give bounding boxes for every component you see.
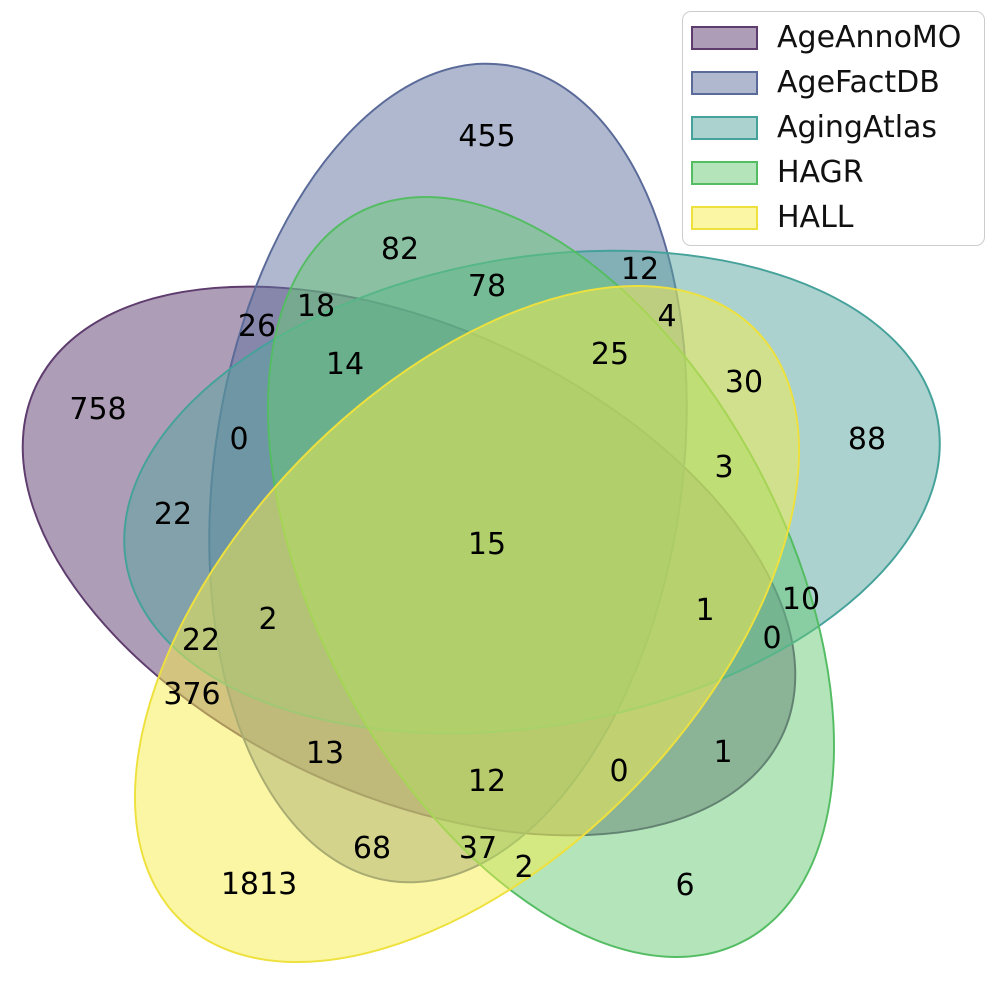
- region-count-hagr: 6: [675, 868, 695, 903]
- region-count-agefactdb+agingatlas+hagr: 78: [467, 269, 507, 304]
- legend-item-hall: HALL: [691, 195, 984, 240]
- region-count-ageannomo+agingatlas+hagr+hall: 1: [695, 593, 715, 628]
- legend-item-hagr: HAGR: [691, 150, 984, 195]
- region-count-hagr+hall: 2: [514, 850, 534, 885]
- legend-swatch-hall: [691, 205, 758, 230]
- legend-swatch-ageannomo: [691, 25, 758, 50]
- legend-item-agingatlas: AgingAtlas: [691, 105, 984, 150]
- region-count-agefactdb+hagr+hall: 37: [458, 831, 498, 866]
- region-count-ageannomo+hagr+hall: 0: [609, 754, 629, 789]
- legend-item-agefactdb: AgeFactDB: [691, 60, 984, 105]
- region-count-ageannomo+agefactdb+agingatlas: 0: [229, 422, 249, 457]
- region-count-agefactdb+hall: 68: [352, 831, 392, 866]
- region-count-agefactdb+agingatlas+hagr+hall: 25: [590, 337, 630, 372]
- region-count-ageannomo+agingatlas: 22: [153, 497, 193, 532]
- region-count-ageannomo+agingatlas+hagr: 0: [762, 621, 782, 656]
- region-count-agefactdb+agingatlas: 12: [620, 252, 660, 287]
- legend-label-hall: HALL: [777, 199, 854, 235]
- region-count-ageannomo+agefactdb+agingatlas+hagr: 14: [325, 347, 365, 382]
- legend-swatch-agingatlas: [691, 115, 758, 140]
- region-count-ageannomo+agingatlas+hall: 22: [181, 623, 221, 658]
- legend-label-agefactdb: AgeFactDB: [777, 64, 940, 100]
- region-count-agingatlas+hagr: 10: [781, 582, 821, 617]
- region-count-ageannomo+agefactdb: 26: [237, 309, 277, 344]
- legend-swatch-agefactdb: [691, 70, 758, 95]
- legend-label-hagr: HAGR: [777, 154, 864, 190]
- legend-label-ageannomo: AgeAnnoMO: [777, 19, 962, 55]
- region-count-ageannomo+agefactdb+agingatlas+hagr+hall: 15: [467, 527, 507, 562]
- region-count-ageannomo+agefactdb+hagr+hall: 12: [467, 764, 507, 799]
- region-count-agefactdb+agingatlas+hall: 4: [657, 299, 677, 334]
- region-count-agingatlas+hagr+hall: 3: [714, 450, 734, 485]
- legend-swatch-hagr: [691, 160, 758, 185]
- region-count-agingatlas+hall: 30: [724, 365, 764, 400]
- region-count-ageannomo+hall: 376: [163, 677, 221, 712]
- region-count-ageannomo+agefactdb+agingatlas+hall: 2: [258, 602, 278, 637]
- region-count-ageannomo+agefactdb+hagr: 18: [296, 289, 336, 324]
- region-count-agingatlas: 88: [847, 422, 887, 457]
- region-count-agefactdb+hagr: 82: [380, 232, 420, 267]
- region-count-ageannomo: 758: [69, 392, 127, 427]
- region-count-hall: 1813: [220, 867, 298, 902]
- region-count-ageannomo+hagr: 1: [713, 735, 733, 770]
- region-count-ageannomo+agefactdb+hall: 13: [305, 736, 345, 771]
- region-count-agefactdb: 455: [458, 119, 516, 154]
- legend-label-agingatlas: AgingAtlas: [777, 109, 938, 145]
- legend-item-ageannomo: AgeAnnoMO: [691, 15, 984, 60]
